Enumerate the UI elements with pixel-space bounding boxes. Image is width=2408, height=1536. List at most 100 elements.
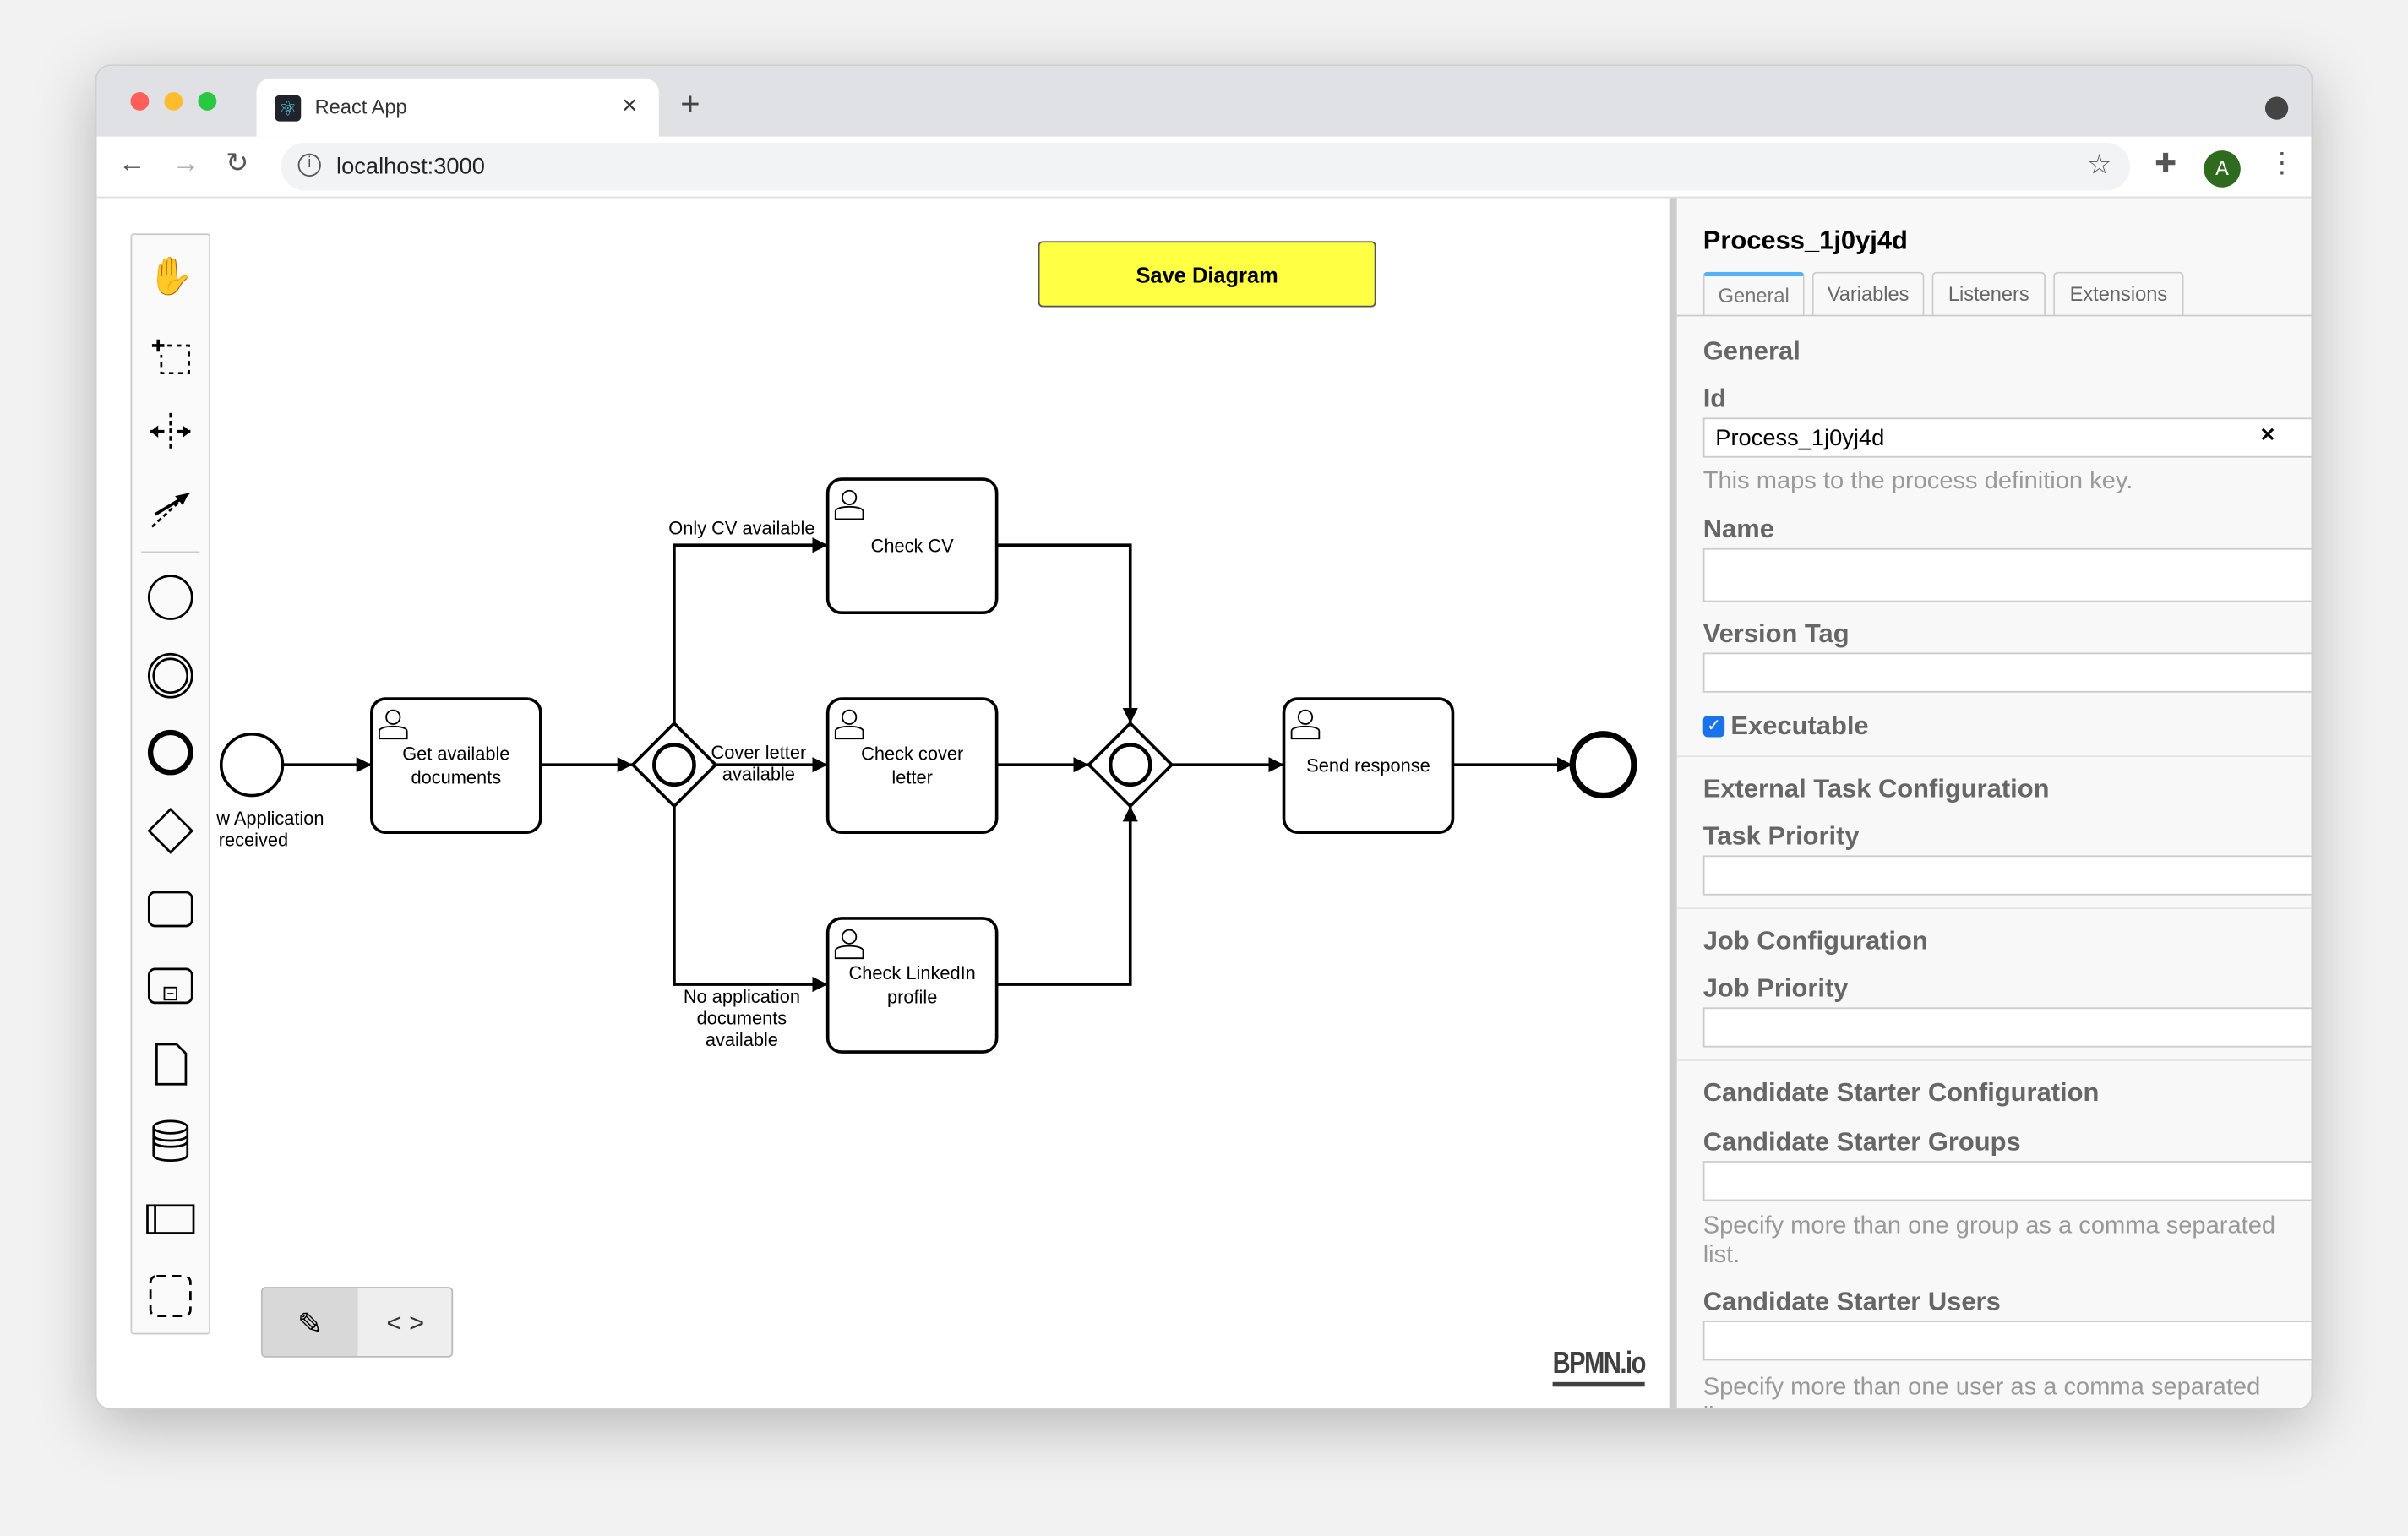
start-event-tool-icon[interactable] [144, 571, 197, 624]
candidate-groups-help: Specify more than one group as a comma s… [1702, 1212, 2276, 1269]
connect-tool-icon[interactable] [144, 482, 197, 535]
task-label: Send response [1306, 754, 1430, 776]
user-icon [834, 709, 864, 740]
url-bar[interactable]: i localhost:3000 ☆ [281, 143, 2131, 191]
inclusive-gateway-join[interactable] [1087, 721, 1174, 809]
start-label-2: received [219, 829, 288, 850]
flow-cv-to-join[interactable] [996, 543, 1138, 724]
user-icon [834, 489, 864, 520]
flow-label-none-3: available [706, 1029, 778, 1050]
edit-mode-button[interactable]: ✎ [262, 1288, 358, 1356]
bpmn-io-logo[interactable]: BPMN.io [1552, 1347, 1646, 1387]
start-label-1: w Application [215, 808, 324, 829]
gateway-tool-icon[interactable] [144, 804, 197, 857]
task-priority-input[interactable] [1702, 855, 2312, 896]
info-icon[interactable]: i [297, 153, 321, 177]
pencil-icon: ✎ [297, 1307, 324, 1342]
task-priority-label: Task Priority [1702, 821, 1860, 851]
flow-label-only-cv: Only CV available [668, 518, 814, 539]
intermediate-event-tool-icon[interactable] [144, 650, 197, 702]
tab-listeners[interactable]: Listeners [1931, 271, 2046, 315]
maximize-window-button[interactable] [198, 92, 217, 111]
flow-label-cover-2: available [722, 763, 795, 784]
task-label: letter [891, 766, 932, 787]
space-tool-icon[interactable] [144, 406, 197, 458]
forward-icon[interactable]: → [172, 147, 200, 178]
tool-palette: ✋ [130, 233, 211, 1335]
react-icon: ⚛ [275, 95, 302, 122]
reload-icon[interactable]: ↻ [226, 147, 249, 178]
candidate-groups-label: Candidate Starter Groups [1702, 1127, 2021, 1157]
subprocess-tool-icon[interactable] [144, 960, 197, 1012]
url-text: localhost:3000 [336, 153, 485, 180]
user-icon [1290, 709, 1321, 740]
end-event-tool-icon[interactable] [144, 727, 197, 779]
inclusive-gateway-split[interactable] [630, 721, 718, 809]
hand-tool-icon[interactable]: ✋ [147, 255, 193, 297]
id-label: Id [1702, 384, 1727, 413]
data-object-tool-icon[interactable] [144, 1038, 197, 1091]
job-priority-label: Job Priority [1702, 973, 1849, 1003]
browser-window: ⚛ React App × + ← → ↻ i localhost:3000 ☆… [95, 64, 2313, 1410]
menu-icon[interactable]: ⋮ [2268, 147, 2296, 178]
task-label: profile [887, 986, 937, 1007]
start-event[interactable] [219, 732, 285, 798]
flow-label-none-2: documents [697, 1007, 787, 1028]
job-config-heading: Job Configuration [1702, 926, 1928, 956]
tab-bar: ⚛ React App × + [96, 66, 2312, 137]
candidate-users-input[interactable] [1702, 1321, 2312, 1361]
tab-search-icon[interactable] [2264, 96, 2289, 120]
task-label: Check LinkedIn [849, 962, 976, 983]
executable-label: Executable [1730, 711, 1869, 741]
user-icon [834, 929, 864, 960]
address-bar-row: ← → ↻ i localhost:3000 ☆ ✚ A ⋮ [96, 136, 2312, 199]
user-task-check-cv[interactable]: Check CV [825, 477, 999, 615]
minimize-window-button[interactable] [164, 92, 183, 111]
tab-general[interactable]: General [1702, 271, 1805, 315]
new-tab-button[interactable]: + [680, 84, 700, 123]
flow-linkedin-to-join[interactable] [996, 806, 1138, 986]
save-diagram-button[interactable]: Save Diagram [1038, 241, 1376, 308]
end-event[interactable] [1569, 731, 1637, 799]
job-priority-input[interactable] [1702, 1007, 2312, 1048]
tab-variables[interactable]: Variables [1811, 271, 1925, 315]
bookmark-star-icon[interactable]: ☆ [2087, 149, 2112, 180]
extensions-icon[interactable]: ✚ [2155, 149, 2176, 178]
task-label: Check CV [871, 535, 955, 556]
mode-toggle: ✎ < > [260, 1287, 454, 1358]
close-tab-icon[interactable]: × [622, 90, 638, 120]
back-icon[interactable]: ← [117, 147, 146, 178]
pool-tool-icon[interactable] [144, 1193, 197, 1245]
close-window-button[interactable] [130, 92, 150, 111]
lasso-tool-icon[interactable] [144, 329, 197, 381]
profile-avatar[interactable]: A [2204, 150, 2241, 188]
browser-tab[interactable]: ⚛ React App × [256, 78, 659, 137]
external-task-heading: External Task Configuration [1702, 774, 2050, 803]
data-store-tool-icon[interactable] [144, 1115, 197, 1168]
panel-resize-handle[interactable] [1669, 198, 1677, 1408]
clear-id-button[interactable]: × [2260, 422, 2275, 449]
panel-title: Process_1j0yj4d [1702, 226, 1908, 255]
candidate-groups-input[interactable] [1702, 1161, 2312, 1201]
task-tool-icon[interactable] [144, 883, 197, 935]
name-textarea[interactable] [1702, 547, 2312, 602]
user-task-check-linkedin[interactable]: Check LinkedIn profile [825, 917, 999, 1054]
name-label: Name [1702, 514, 1774, 544]
flow-no-documents[interactable] [673, 806, 828, 993]
flow-only-cv[interactable] [673, 537, 828, 724]
tab-extensions[interactable]: Extensions [2053, 271, 2184, 315]
candidate-users-label: Candidate Starter Users [1702, 1287, 2001, 1316]
section-general-heading: General [1702, 336, 1801, 366]
tab-title: React App [314, 95, 407, 118]
user-task-send[interactable]: Send response [1282, 697, 1455, 834]
id-input[interactable]: Process_1j0yj4d× [1702, 417, 2312, 458]
xml-mode-button[interactable]: < > [358, 1288, 452, 1356]
group-tool-icon[interactable] [144, 1270, 197, 1322]
executable-checkbox[interactable]: ✓ [1702, 716, 1725, 738]
version-tag-input[interactable] [1702, 652, 2312, 693]
